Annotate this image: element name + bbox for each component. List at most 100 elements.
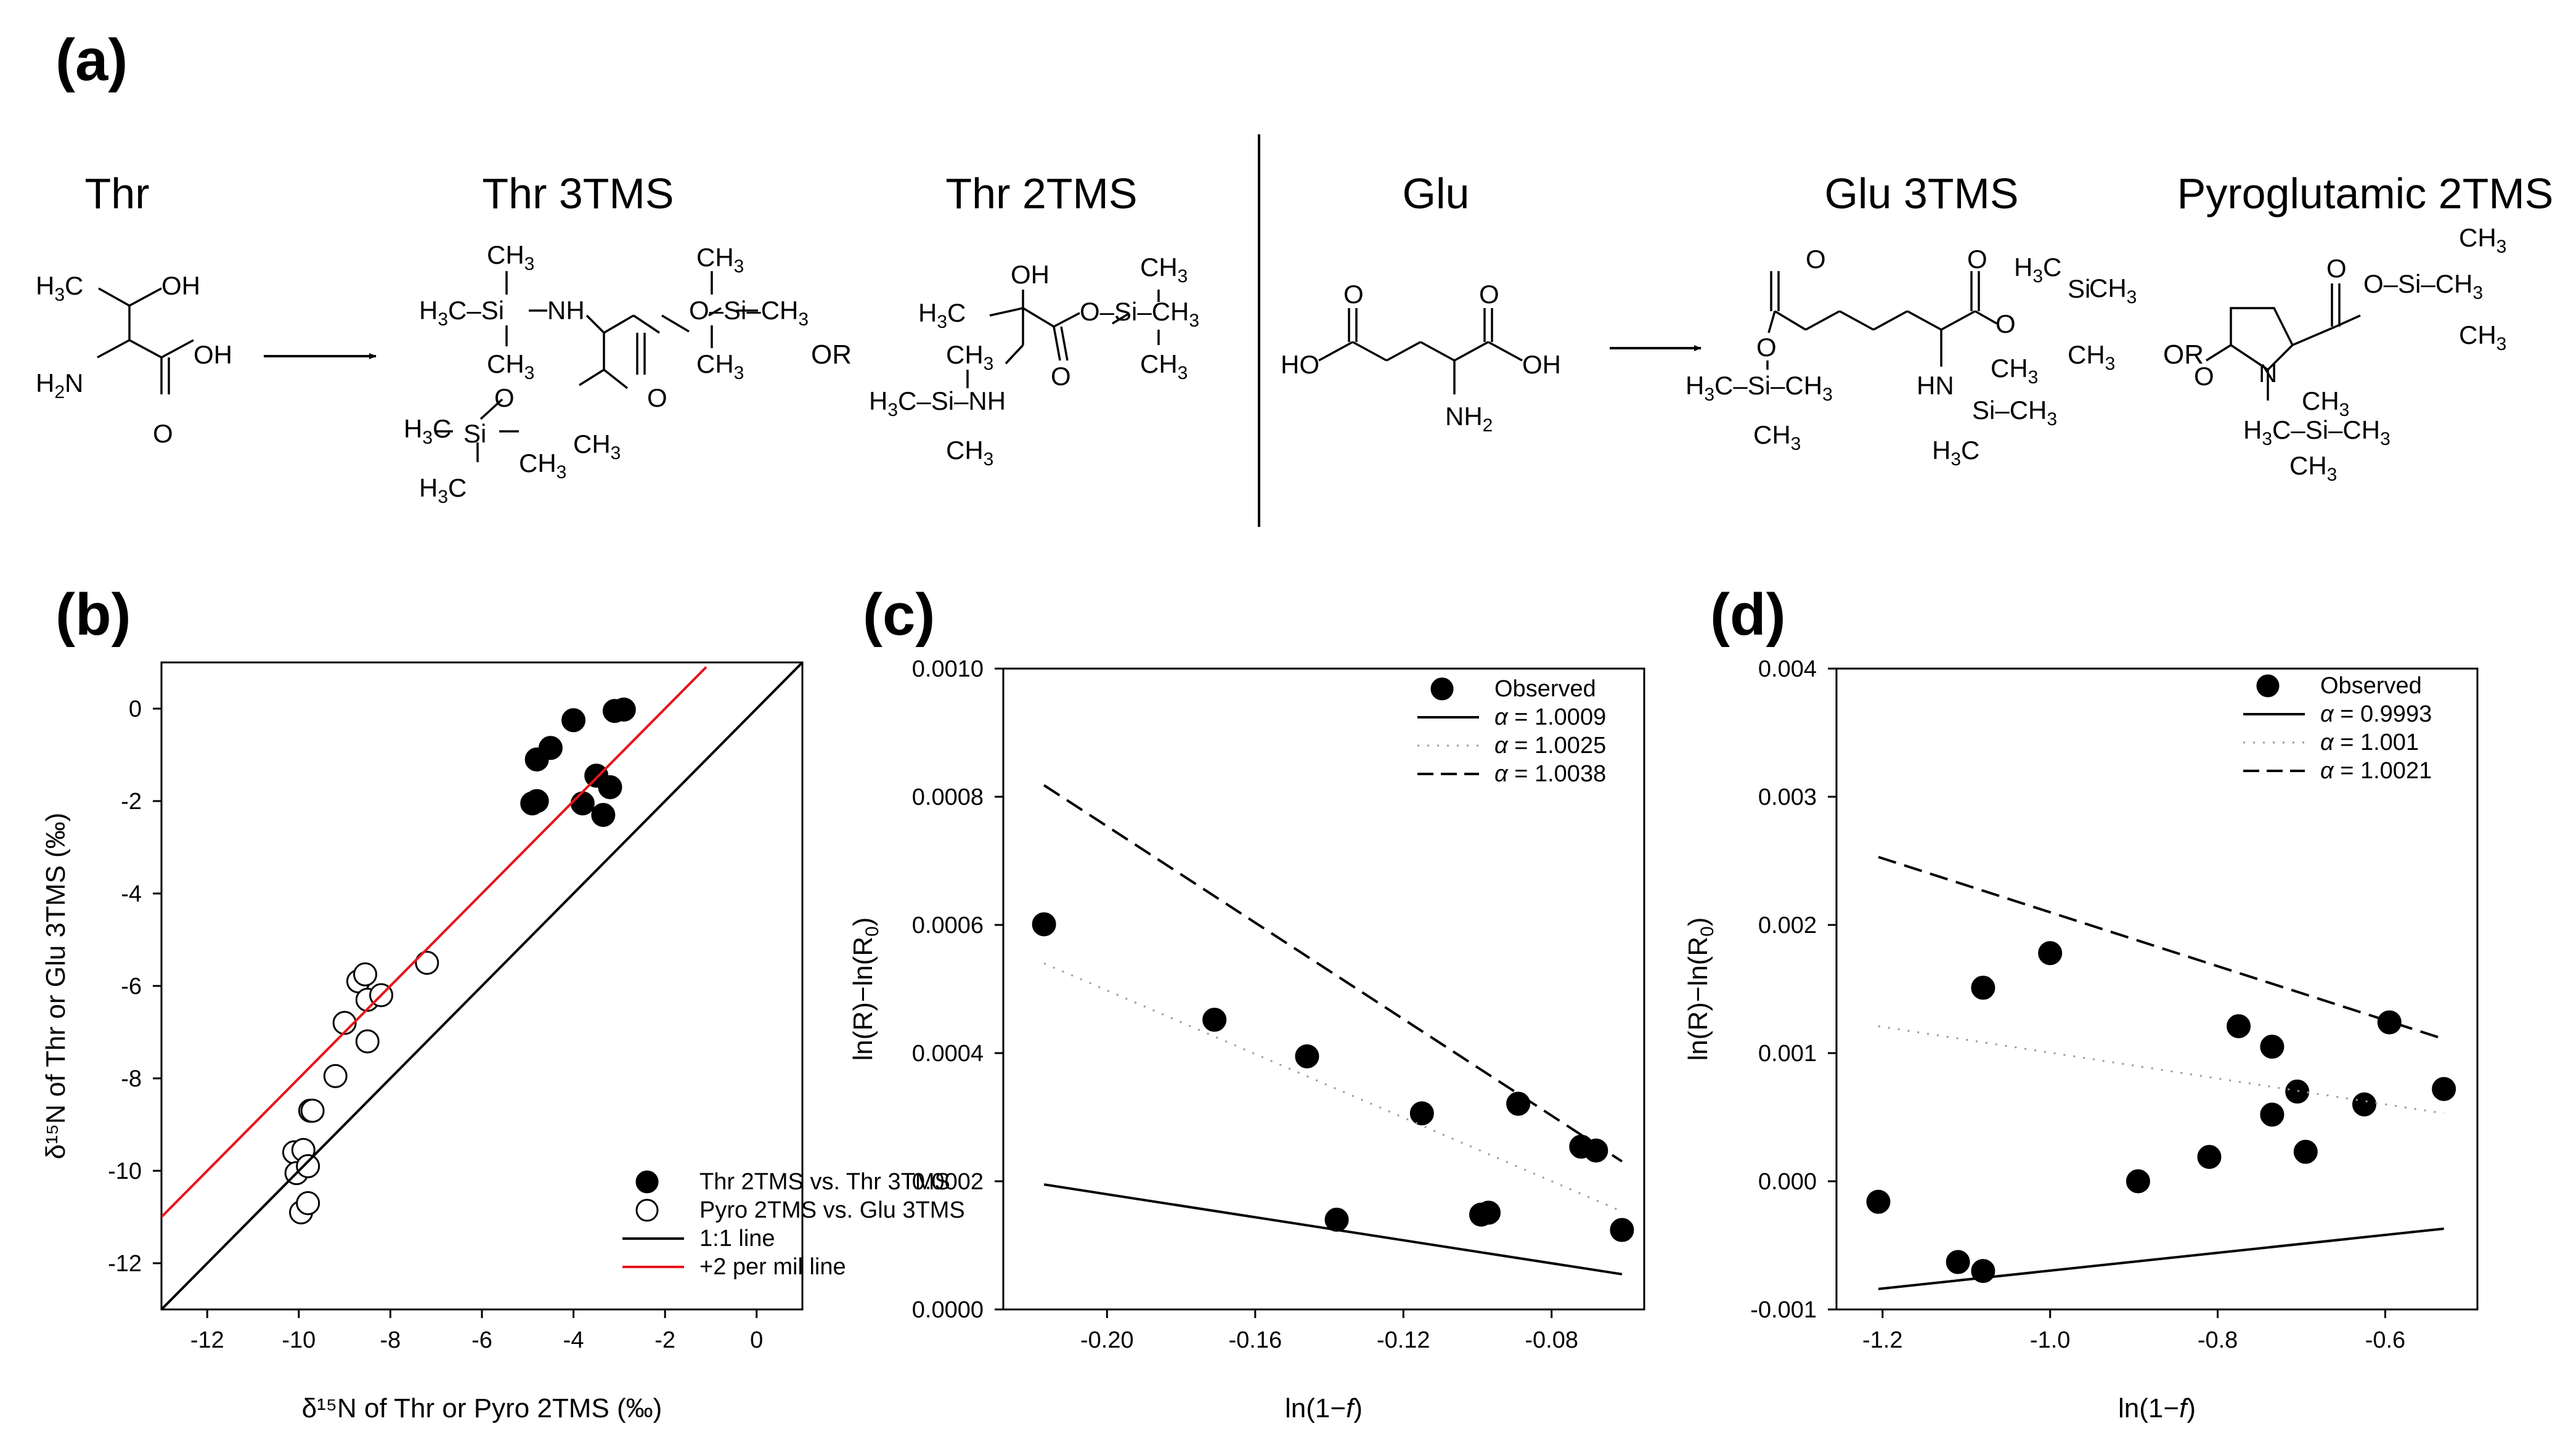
data-point-filled bbox=[2197, 1144, 2222, 1169]
svg-text:H3C: H3C bbox=[918, 298, 966, 332]
x-tick-label: -0.6 bbox=[2365, 1327, 2405, 1353]
y-tick-label: -6 bbox=[121, 974, 142, 999]
svg-text:CH3: CH3 bbox=[696, 349, 744, 383]
panel-a: (a) Thr Thr 3TMS Thr 2TMS Glu Glu 3TMS P… bbox=[36, 27, 2553, 527]
data-point-filled bbox=[1202, 1008, 1227, 1032]
panel-label: (c) bbox=[863, 582, 935, 648]
data-point-open bbox=[296, 1154, 320, 1178]
data-point-filled bbox=[524, 789, 549, 813]
data-point-filled bbox=[2038, 941, 2063, 966]
svg-text:CH3: CH3 bbox=[519, 449, 566, 482]
y-tick-label: 0.004 bbox=[1758, 656, 1817, 682]
plot-area bbox=[1866, 855, 2456, 1290]
legend-label: Pyro 2TMS vs. Glu 3TMS bbox=[699, 1197, 965, 1223]
y-axis-label: ln(R)−ln(R0) bbox=[848, 917, 882, 1060]
svg-text:O: O bbox=[1995, 309, 2016, 338]
y-axis-label: δ¹⁵N of Thr or Glu 3TMS (‰) bbox=[41, 813, 71, 1160]
svg-text:HN: HN bbox=[1917, 371, 1954, 400]
x-tick-label: -0.20 bbox=[1080, 1327, 1134, 1353]
svg-text:O: O bbox=[1756, 333, 1777, 362]
series-line bbox=[1878, 1025, 2444, 1115]
x-tick-label: 0 bbox=[750, 1327, 763, 1353]
panel-label: (d) bbox=[1710, 582, 1786, 648]
data-point-filled bbox=[598, 775, 622, 799]
data-point-filled bbox=[2285, 1079, 2310, 1104]
legend-marker bbox=[635, 1199, 659, 1222]
legend-label: α = 1.001 bbox=[2320, 730, 2419, 755]
plot-area bbox=[161, 662, 802, 1309]
y-tick-label: 0.003 bbox=[1758, 784, 1817, 810]
data-point-filled bbox=[2432, 1077, 2456, 1101]
legend-marker bbox=[2256, 674, 2280, 698]
legend-marker bbox=[1430, 677, 1454, 701]
svg-text:CH3: CH3 bbox=[1753, 420, 1801, 454]
legend-label: α = 0.9993 bbox=[2320, 701, 2432, 727]
svg-text:HO: HO bbox=[1281, 350, 1319, 379]
svg-text:NH2: NH2 bbox=[1445, 402, 1493, 436]
svg-text:OH: OH bbox=[161, 271, 200, 300]
svg-text:H3C: H3C bbox=[36, 271, 83, 305]
svg-text:O: O bbox=[1479, 280, 1499, 309]
plot-frame bbox=[1835, 667, 2479, 1311]
legend-label: +2 per mil line bbox=[699, 1254, 846, 1280]
structure-thr-atoms: H3C OH H2N OH O bbox=[36, 271, 232, 448]
x-tick-label: -1.2 bbox=[1862, 1327, 1902, 1353]
data-point-filled bbox=[1409, 1101, 1434, 1126]
x-tick-label: -8 bbox=[380, 1327, 401, 1353]
data-point-filled bbox=[2260, 1102, 2285, 1127]
svg-text:H3C: H3C bbox=[419, 473, 467, 507]
data-point-filled bbox=[2126, 1169, 2150, 1194]
x-tick-label: -12 bbox=[190, 1327, 224, 1353]
legend-label: 1:1 line bbox=[699, 1226, 775, 1252]
svg-text:H3C–Si–CH3: H3C–Si–CH3 bbox=[2243, 415, 2391, 449]
y-tick-label: 0 bbox=[129, 696, 142, 722]
svg-text:O: O bbox=[1967, 245, 1987, 274]
svg-text:CH3: CH3 bbox=[1140, 349, 1188, 383]
svg-text:OH: OH bbox=[1011, 260, 1050, 289]
legend-label: α = 1.0025 bbox=[1494, 733, 1606, 759]
panel-label: (b) bbox=[55, 582, 131, 648]
data-point-filled bbox=[1477, 1200, 1501, 1225]
svg-text:CH3: CH3 bbox=[1991, 354, 2038, 388]
series-line bbox=[1043, 784, 1623, 1163]
svg-text:H3C–Si: H3C–Si bbox=[419, 296, 504, 330]
data-point-filled bbox=[1032, 912, 1056, 937]
y-tick-label: -4 bbox=[121, 881, 142, 907]
legend-label: Thr 2TMS vs. Thr 3TMS bbox=[699, 1169, 950, 1195]
x-tick-label: -1.0 bbox=[2030, 1327, 2070, 1353]
structure-thr-2tms bbox=[966, 290, 1160, 388]
y-tick-label: 0.001 bbox=[1758, 1041, 1817, 1067]
svg-text:OH: OH bbox=[1522, 350, 1561, 379]
data-point-filled bbox=[570, 791, 595, 816]
x-tick-label: -6 bbox=[471, 1327, 492, 1353]
x-tick-label: -2 bbox=[654, 1327, 675, 1353]
svg-text:CH3: CH3 bbox=[2289, 451, 2337, 485]
structure-thr-2tms-atoms: OH H3C O–Si–CH3 CH3 CH3 CH3 H3C–Si–NH CH… bbox=[869, 253, 1199, 470]
svg-text:CH3: CH3 bbox=[487, 349, 534, 383]
panel-c-chart: (c)-0.20-0.16-0.12-0.080.00000.00020.000… bbox=[848, 582, 1645, 1423]
x-tick-label: -10 bbox=[282, 1327, 316, 1353]
series-line bbox=[161, 662, 802, 1309]
y-tick-label: 0.0004 bbox=[912, 1041, 984, 1067]
y-tick-label: -2 bbox=[121, 789, 142, 815]
data-point-filled bbox=[1506, 1091, 1531, 1116]
data-point-open bbox=[355, 1029, 380, 1054]
plot-area bbox=[1032, 784, 1634, 1276]
y-tick-label: 0.002 bbox=[1758, 913, 1817, 938]
structure-pyroglutamic-2tms bbox=[2206, 283, 2361, 401]
legend-label: Observed bbox=[1494, 676, 1596, 702]
y-axis-label: ln(R)−ln(R0) bbox=[1683, 917, 1718, 1060]
molecule-name-glu: Glu bbox=[1403, 169, 1470, 218]
y-tick-label: 0.0002 bbox=[912, 1169, 984, 1195]
data-point-filled bbox=[538, 736, 563, 760]
structure-pyroglutamic-2tms-atoms: O N O O–Si–CH3 CH3 CH3 CH3 H3C–Si–CH3 CH… bbox=[2194, 223, 2506, 485]
series-line bbox=[1043, 963, 1623, 1213]
svg-text:CH3: CH3 bbox=[2302, 386, 2349, 420]
svg-text:O–Si–CH3: O–Si–CH3 bbox=[1080, 297, 1199, 331]
svg-text:CH3: CH3 bbox=[1140, 253, 1188, 287]
svg-text:NH: NH bbox=[547, 296, 585, 325]
